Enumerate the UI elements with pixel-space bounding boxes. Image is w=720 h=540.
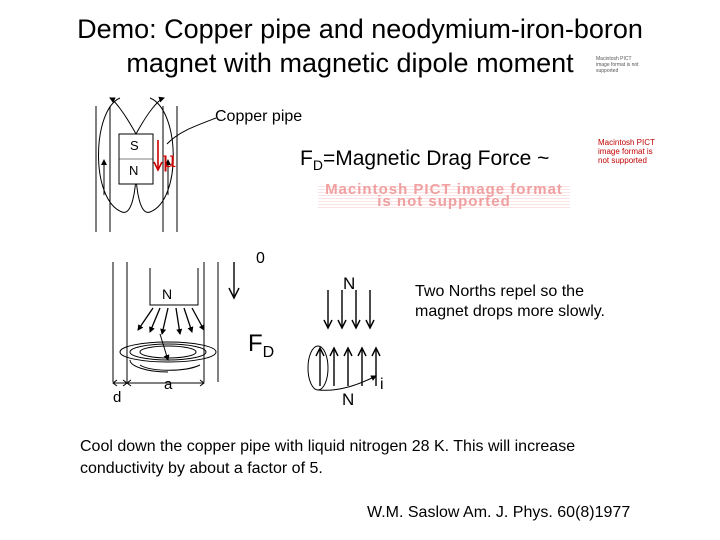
magnet-lower-n-label: N <box>162 286 173 302</box>
dimension-a <box>126 379 205 387</box>
repel-line-2: magnet drops more slowly. <box>415 303 605 320</box>
title-line-1: Demo: Copper pipe and neodymium-iron-bor… <box>77 14 643 44</box>
repel-line-1: Two Norths repel so the <box>415 283 584 300</box>
d-label: d <box>113 389 122 406</box>
fall-arrow <box>228 262 240 300</box>
right-top-n-label: N <box>343 274 356 293</box>
title-line-2: magnet with magnetic dipole moment <box>126 48 574 78</box>
top-pipe <box>95 106 178 232</box>
diverging-field-arrows <box>137 307 205 335</box>
i-label: i <box>380 376 384 393</box>
mu-arrow <box>153 140 163 172</box>
field-loop-top-right <box>135 96 165 135</box>
fd-f: F <box>248 330 263 357</box>
drag-force-f: F <box>300 147 313 170</box>
dimension-d <box>112 379 128 387</box>
eddy-current-loops <box>119 333 217 373</box>
pict-placeholder-banner: Macintosh PICT image format is not suppo… <box>318 181 570 210</box>
zero-label: 0 <box>256 250 265 267</box>
slide-title: Demo: Copper pipe and neodymium-iron-bor… <box>0 12 720 80</box>
fd-label: FD <box>248 330 274 362</box>
cooling-note-line-1: Cool down the copper pipe with liquid ni… <box>80 438 576 455</box>
drag-force-label: FD=Magnetic Drag Force ~ <box>300 147 549 173</box>
pict-placeholder-medium-text: Macintosh PICT image format is not suppo… <box>598 138 655 165</box>
pict-placeholder-medium: Macintosh PICT image format is not suppo… <box>598 138 662 165</box>
down-arrows <box>323 290 375 330</box>
magnet-top-s-label: S <box>130 138 139 153</box>
bottom-pipe <box>112 262 219 382</box>
field-loop-top-left <box>109 97 137 135</box>
cooling-note-line-2: conductivity by about a factor of 5. <box>80 460 323 477</box>
drag-force-rest: =Magnetic Drag Force ~ <box>322 147 550 170</box>
a-label: a <box>164 376 173 393</box>
field-loops-top <box>98 96 174 213</box>
field-loop-left <box>98 97 139 213</box>
up-arrows <box>315 346 381 386</box>
copper-pipe-label: Copper pipe <box>215 108 303 125</box>
magnet-top-n-label: N <box>129 163 139 178</box>
repel-explanation: Two Norths repel so the magnet drops mor… <box>415 282 605 322</box>
drag-force-sub: D <box>312 157 323 174</box>
field-loop-right <box>135 97 174 213</box>
citation: W.M. Saslow Am. J. Phys. 60(8)1977 <box>367 504 631 521</box>
mu-symbol: μ <box>162 148 177 173</box>
fd-sub: D <box>262 343 275 361</box>
cooling-note: Cool down the copper pipe with liquid ni… <box>80 436 575 480</box>
current-loop <box>307 345 377 391</box>
right-bottom-n-label: N <box>342 390 355 409</box>
pict-placeholder-small-text: Macintosh PICT image format is not suppo… <box>596 56 639 74</box>
magnet-lower <box>149 268 199 306</box>
pict-placeholder-small: Macintosh PICT image format is not suppo… <box>596 56 642 74</box>
pict-placeholder-banner-text: Macintosh PICT image format is not suppo… <box>325 181 563 210</box>
copper-pipe-pointer <box>166 117 217 145</box>
